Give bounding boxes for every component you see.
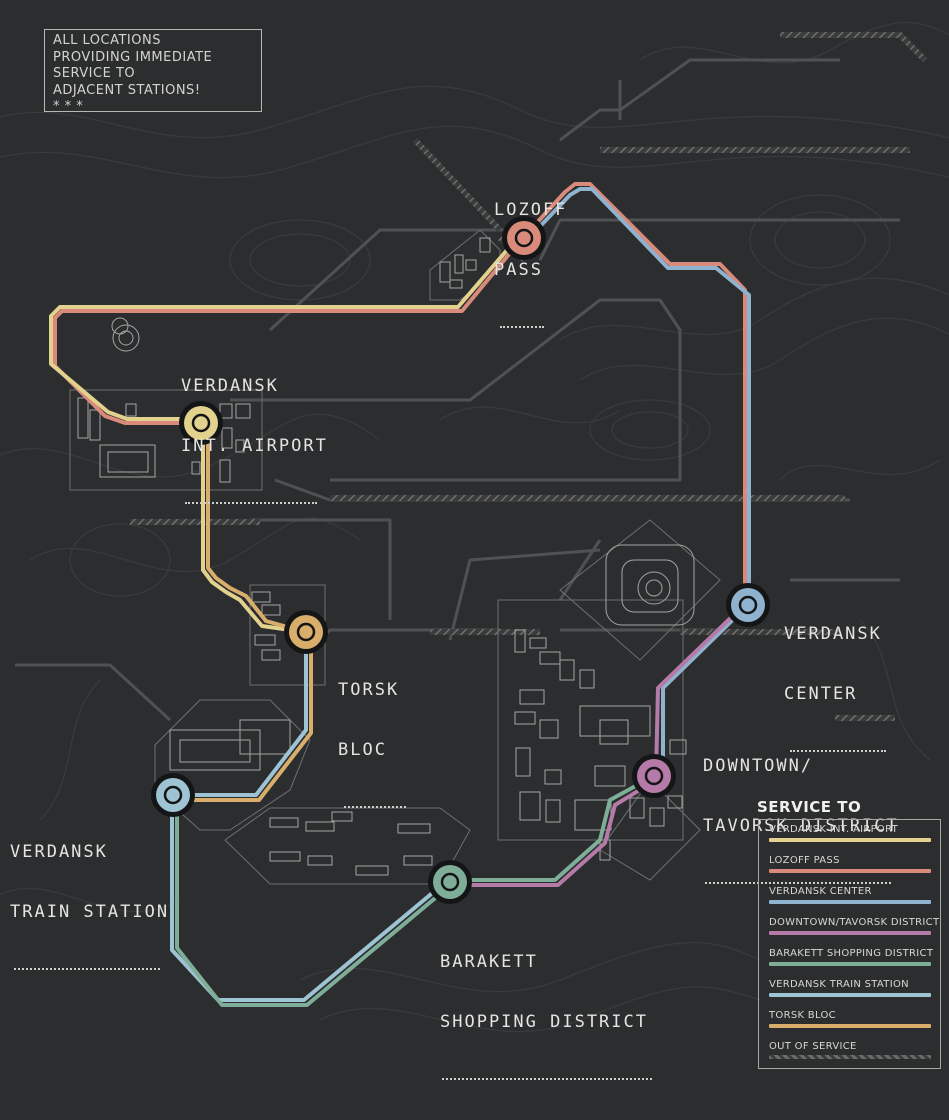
topographic-contours	[0, 21, 949, 1033]
service-notice: ALL LOCATIONS PROVIDING IMMEDIATE SERVIC…	[44, 29, 262, 114]
station-marker-airport[interactable]	[179, 401, 223, 445]
district-outlines	[69, 229, 721, 885]
service-legend: VERDANSK INT. AIRPORT LOZOFF PASS VERDANSK…	[758, 819, 941, 1069]
station-label-line1: VERDANSK	[10, 842, 108, 862]
station-label-line1: VERDANSK	[181, 376, 279, 396]
station-marker-center[interactable]	[726, 583, 770, 627]
station-markers	[151, 216, 770, 904]
center-downtown-line-blue	[661, 603, 750, 777]
notice-line: SERVICE TO	[53, 66, 136, 81]
notice-line: PROVIDING IMMEDIATE	[53, 49, 213, 65]
label-dotted-underline	[185, 498, 317, 504]
station-label-center[interactable]: VERDANSK CENTER	[784, 584, 886, 792]
label-dotted-underline	[790, 746, 886, 752]
transit-map: ALL LOCATIONS PROVIDING IMMEDIATE SERVIC…	[0, 21, 949, 1080]
legend-item-label: DOWNTOWN/TAVORSK DISTRICT	[769, 917, 940, 928]
station-label-airport[interactable]: VERDANSK INT. AIRPORT	[181, 336, 328, 544]
legend-item: VERDANSK TRAIN STATION	[769, 979, 931, 997]
station-label-line2: PASS	[494, 260, 543, 280]
building-clusters	[77, 237, 695, 876]
station-marker-lozoff[interactable]	[502, 216, 546, 260]
station-label-line1: DOWNTOWN/	[703, 756, 814, 776]
notice-line: * * *	[53, 99, 84, 114]
station-label-train[interactable]: VERDANSK TRAIN STATION	[10, 802, 169, 1010]
legend-item-label: BARAKETT SHOPPING DISTRICT	[769, 948, 934, 959]
legend-item: VERDANSK INT. AIRPORT	[769, 824, 931, 842]
label-dotted-underline	[344, 802, 406, 808]
torsk-train-line-blue	[173, 630, 308, 797]
station-marker-downtown[interactable]	[632, 754, 676, 798]
legend-color-swatch	[769, 838, 931, 842]
station-label-line2: SHOPPING DISTRICT	[440, 1012, 648, 1032]
barakett-downtown-line-purple	[448, 778, 658, 887]
legend-color-swatch	[769, 900, 931, 904]
legend-color-swatch	[769, 869, 931, 873]
label-dotted-underline	[705, 878, 891, 884]
label-dotted-underline	[442, 1074, 652, 1080]
label-dotted-underline	[14, 964, 160, 970]
legend-item-label: VERDANSK CENTER	[769, 886, 872, 897]
legend-item: LOZOFF PASS	[769, 855, 931, 873]
station-label-line2: CENTER	[784, 684, 858, 704]
train-barakett-line-blue	[170, 793, 450, 1002]
legend-item: VERDANSK CENTER	[769, 886, 931, 904]
legend-item-label: VERDANSK TRAIN STATION	[769, 979, 909, 990]
station-label-line2: BLOC	[338, 740, 387, 760]
station-label-downtown[interactable]: DOWNTOWN/ TAVORSK DISTRICT	[703, 716, 899, 924]
station-label-line2: TRAIN STATION	[10, 902, 170, 922]
airport-torsk-line-yellow	[201, 421, 307, 634]
lozoff-center-line-blue	[525, 187, 751, 607]
legend-color-swatch	[769, 1055, 931, 1059]
barakett-downtown-line-green	[448, 775, 654, 882]
legend-item: DOWNTOWN/TAVORSK DISTRICT	[769, 917, 940, 935]
station-label-line1: TORSK	[338, 680, 400, 700]
notice-line: ALL LOCATIONS	[53, 33, 161, 48]
legend-color-swatch	[769, 931, 931, 935]
legend-color-swatch	[769, 962, 931, 966]
airport-lozoff-line-red	[53, 182, 747, 607]
legend-item-label: OUT OF SERVICE	[769, 1041, 857, 1052]
legend-item-label: VERDANSK INT. AIRPORT	[769, 824, 899, 835]
station-marker-train[interactable]	[151, 773, 195, 817]
legend-item: OUT OF SERVICE	[769, 1041, 931, 1059]
airport-torsk-line-orange	[206, 421, 307, 634]
station-label-line1: VERDANSK	[784, 624, 882, 644]
label-dotted-underline	[500, 322, 544, 328]
legend-color-swatch	[769, 993, 931, 997]
notice-line: ADJACENT STATIONS!	[53, 82, 201, 98]
legend-item: TORSK BLOC	[769, 1010, 931, 1028]
transit-lines	[49, 182, 751, 1007]
station-label-torsk[interactable]: TORSK BLOC	[338, 640, 406, 848]
map-canvas	[0, 21, 949, 1033]
legend-item-label: LOZOFF PASS	[769, 855, 840, 866]
center-downtown-line-purple	[654, 603, 746, 777]
station-label-line1: LOZOFF	[494, 200, 568, 220]
station-label-barakett[interactable]: BARAKETT SHOPPING DISTRICT	[440, 912, 652, 1120]
legend-title: SERVICE TO	[757, 798, 862, 816]
station-marker-barakett[interactable]	[428, 860, 472, 904]
station-label-line2: TAVORSK DISTRICT	[703, 816, 899, 836]
station-label-lozoff[interactable]: LOZOFF PASS	[494, 160, 567, 368]
station-label-line2: INT. AIRPORT	[181, 436, 328, 456]
legend-color-swatch	[769, 1024, 931, 1028]
legend-item-label: TORSK BLOC	[769, 1010, 836, 1021]
train-barakett-line-green	[175, 793, 454, 1007]
torsk-train-line-orange	[173, 630, 313, 802]
station-label-line1: BARAKETT	[440, 952, 538, 972]
airport-lozoff-line-yellow	[49, 233, 522, 421]
station-marker-torsk[interactable]	[284, 610, 328, 654]
legend-item: BARAKETT SHOPPING DISTRICT	[769, 948, 934, 966]
